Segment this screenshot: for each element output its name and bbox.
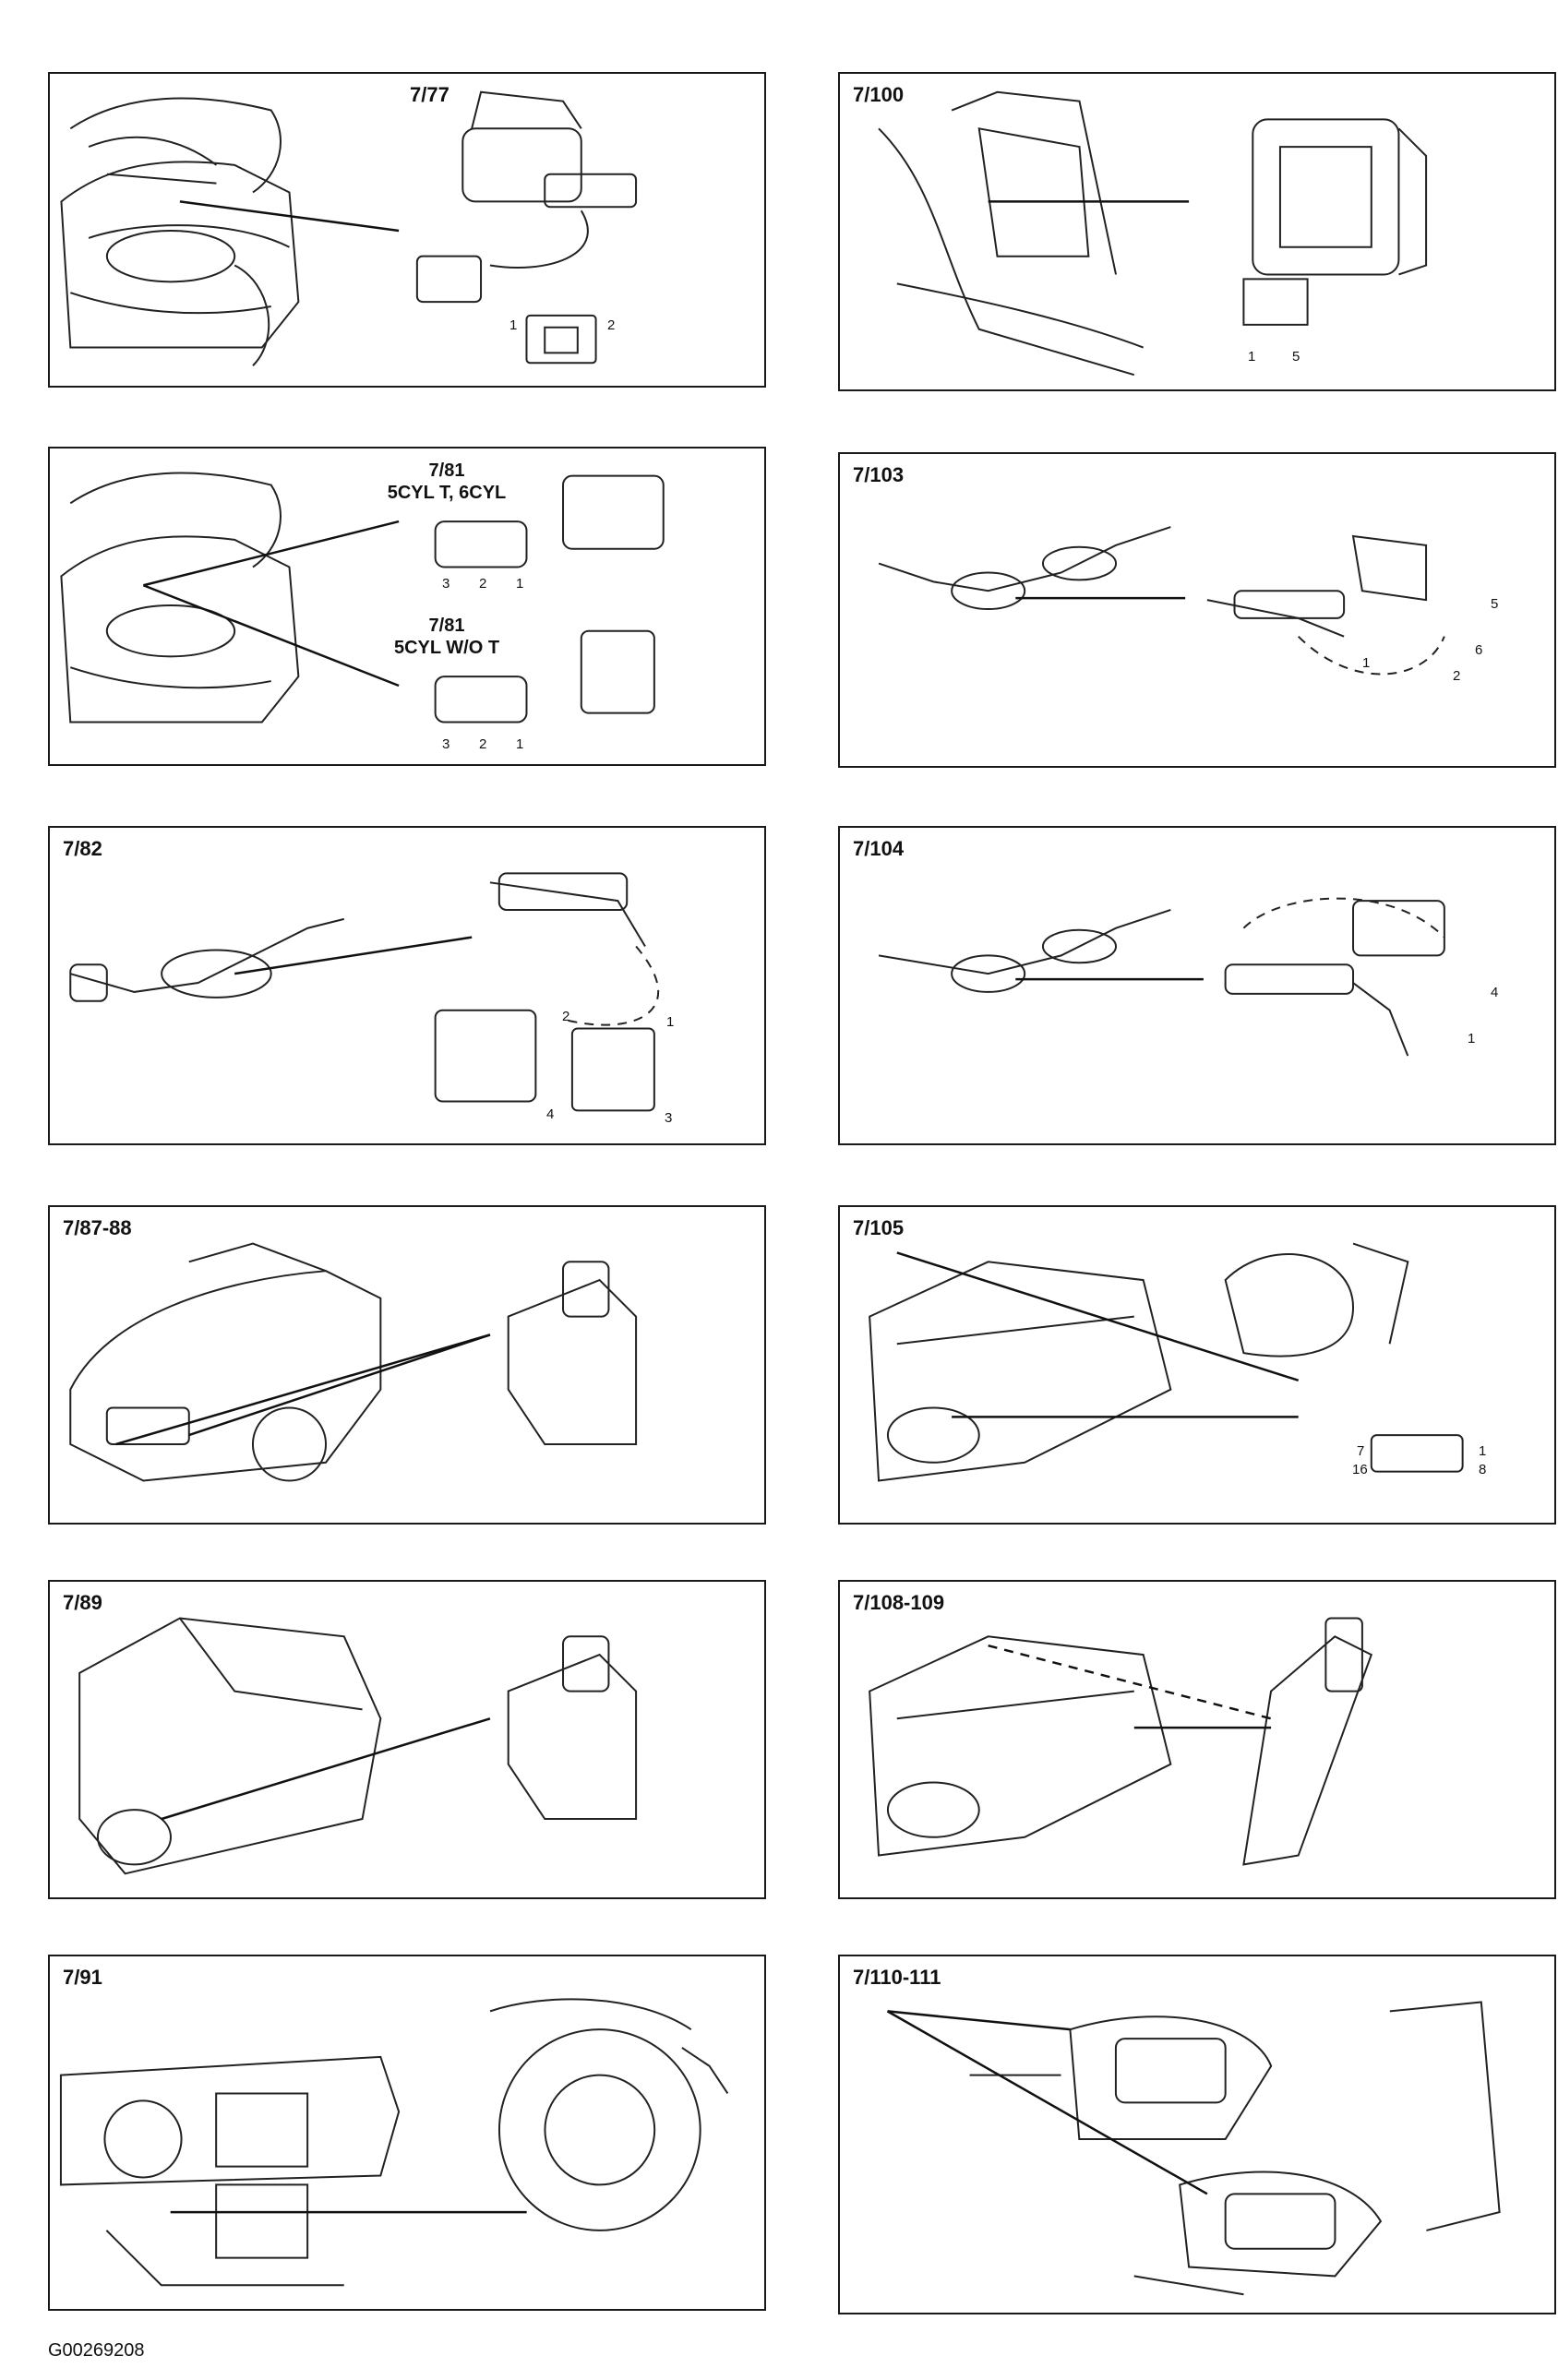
pin-label: 1 [666,1014,675,1030]
car-front-drawing [50,1207,764,1523]
panel-title: 7/87-88 [63,1216,132,1239]
engine-bay-drawing [50,74,764,386]
panel-7-104: 7/104 4 1 [838,826,1556,1145]
pin-label: 4 [546,1106,555,1122]
panel-title: 7/81 [428,460,465,481]
figure-code: G00269208 [48,2340,145,2361]
panel-title: 7/77 [410,83,449,106]
panel-7-82: 7/82 2 1 4 3 [48,826,766,1145]
panel-title: 7/103 [853,463,905,486]
oxygen-sensor-drawing [840,828,1554,1143]
pin-label: 1 [516,736,524,752]
pin-label: 16 [1352,1462,1368,1477]
panel-7-89: 7/89 [48,1580,766,1899]
panel-title: 7/100 [853,83,905,106]
pin-label: 1 [1362,655,1371,671]
panel-subtitle: 5CYL T, 6CYL [387,483,507,503]
heated-seat-drawing [840,1956,1554,2313]
pin-label: 1 [516,576,524,592]
panel-title: 7/110-111 [853,1966,941,1989]
panel-title: 7/82 [63,837,102,860]
pin-label: 2 [479,576,487,592]
pin-label: 8 [1479,1462,1487,1477]
panel-title: 7/104 [853,837,905,860]
pin-label: 2 [562,1009,570,1024]
pin-label: 3 [442,576,450,592]
pin-label: 5 [1491,596,1499,612]
panel-title: 7/91 [63,1966,102,1989]
panel-7-105: 7/105 7 1 16 8 [838,1205,1556,1525]
panel-title-b: 7/81 [428,616,465,636]
pin-label: 1 [1248,349,1256,365]
oxygen-sensor-drawing [840,454,1554,766]
panel-7-77: 7/77 1 2 [48,72,766,388]
panel-7-110-111: 7/110-111 [838,1955,1556,2314]
pin-label: 1 [509,317,518,333]
pin-label: 5 [1292,349,1300,365]
pin-label: 4 [1491,985,1499,1000]
panel-7-87-88: 7/87-88 [48,1205,766,1525]
car-rear-drawing [50,1582,764,1897]
panel-7-100: 7/100 1 5 [838,72,1556,391]
panel-subtitle-b: 5CYL W/O T [393,638,500,658]
panel-7-91: 7/91 [48,1955,766,2311]
panel-7-108-109: 7/108-109 [838,1580,1556,1899]
panel-7-103: 7/103 5 6 1 2 [838,452,1556,768]
pin-label: 1 [1479,1443,1487,1459]
pin-label: 3 [665,1110,673,1126]
oxygen-sensor-drawing [50,828,764,1143]
car-interior-mirror-drawing [840,1207,1554,1523]
pin-label: 7 [1357,1443,1365,1459]
car-interior-module-drawing [840,1582,1554,1897]
pin-label: 6 [1475,642,1483,658]
panel-title: 7/108-109 [853,1591,945,1614]
trunk-module-drawing [840,74,1554,389]
panel-7-81: 7/81 5CYL T, 6CYL 7/81 5CYL W/O T 3 2 1 … [48,447,766,766]
pin-label: 1 [1468,1031,1476,1046]
pin-label: 3 [442,736,450,752]
panel-title: 7/105 [853,1216,905,1239]
dashboard-clockspring-drawing [50,1956,764,2309]
panel-title: 7/89 [63,1591,102,1614]
pin-label: 2 [479,736,487,752]
map-sensor-drawing [50,448,764,764]
pin-label: 2 [607,317,616,333]
pin-label: 2 [1453,668,1461,684]
